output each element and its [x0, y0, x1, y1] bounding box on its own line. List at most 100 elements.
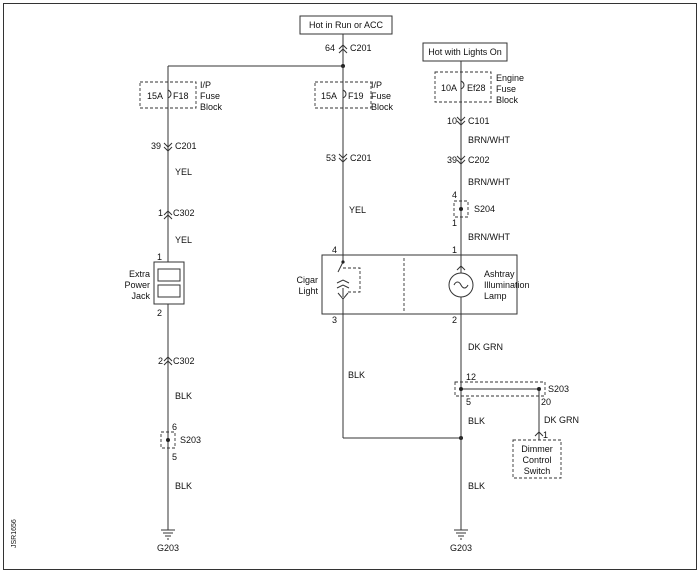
svg-text:Engine: Engine	[496, 73, 524, 83]
connector-c202: 39 C202	[447, 155, 490, 165]
source-lights-on-label: Hot with Lights On	[428, 47, 502, 57]
ground-g203-left: G203	[157, 529, 179, 553]
svg-text:12: 12	[466, 372, 476, 382]
svg-text:1: 1	[452, 218, 457, 228]
svg-text:5: 5	[466, 397, 471, 407]
svg-text:C302: C302	[173, 356, 195, 366]
svg-text:5: 5	[172, 452, 177, 462]
svg-text:Illumination: Illumination	[484, 280, 530, 290]
svg-text:S203: S203	[180, 435, 201, 445]
wire-label: DK GRN	[468, 342, 503, 352]
svg-text:64: 64	[325, 43, 335, 53]
svg-text:C101: C101	[468, 116, 490, 126]
svg-text:Fuse: Fuse	[371, 91, 391, 101]
svg-text:Power: Power	[124, 280, 150, 290]
svg-text:Fuse: Fuse	[496, 84, 516, 94]
svg-text:1: 1	[452, 245, 457, 255]
ashtray-illumination-lamp: 1 2 Ashtray Illumination Lamp	[448, 245, 530, 325]
splice-dot	[537, 387, 541, 391]
wire-label: DK GRN	[544, 415, 579, 425]
svg-text:C201: C201	[350, 43, 372, 53]
svg-text:39: 39	[447, 155, 457, 165]
svg-text:Dimmer: Dimmer	[521, 444, 553, 454]
splice-s203-left: 6 5 S203	[160, 422, 201, 462]
svg-text:1: 1	[157, 252, 162, 262]
svg-text:15A: 15A	[321, 91, 337, 101]
fuse-f19: 15A F19 I/P Fuse Block	[314, 80, 394, 112]
svg-text:2: 2	[157, 308, 162, 318]
svg-text:I/P: I/P	[200, 80, 211, 90]
figure-id: JSR1656	[11, 519, 18, 548]
source-run-acc: Hot in Run or ACC	[299, 15, 393, 35]
svg-text:Block: Block	[496, 95, 519, 105]
svg-text:S203: S203	[548, 384, 569, 394]
svg-text:3: 3	[332, 315, 337, 325]
cigar-light: 4 3 Cigar Light	[296, 245, 361, 325]
connector-c201-mid: 53 C201	[326, 153, 372, 163]
connector-c302-top: 1 C302	[158, 208, 195, 220]
wire-label: BLK	[468, 481, 485, 491]
wire-label: BRN/WHT	[468, 135, 510, 145]
fuse-ef28: 10A Ef28 Engine Fuse Block	[434, 71, 524, 105]
connector-c201-top: 64 C201	[325, 43, 372, 54]
svg-text:Lamp: Lamp	[484, 291, 507, 301]
wire-label: YEL	[175, 235, 192, 245]
svg-text:2: 2	[452, 315, 457, 325]
wire-label: BRN/WHT	[468, 177, 510, 187]
svg-text:C201: C201	[350, 153, 372, 163]
svg-text:Ashtray: Ashtray	[484, 269, 515, 279]
connector-c101: 10 C101	[447, 116, 490, 126]
wire-label: YEL	[175, 167, 192, 177]
svg-text:2: 2	[158, 356, 163, 366]
svg-text:Ef28: Ef28	[467, 83, 486, 93]
svg-text:Fuse: Fuse	[200, 91, 220, 101]
svg-text:Cigar: Cigar	[296, 275, 318, 285]
source-run-acc-label: Hot in Run or ACC	[309, 20, 384, 30]
svg-text:G203: G203	[157, 543, 179, 553]
svg-text:10A: 10A	[441, 83, 457, 93]
svg-text:Block: Block	[200, 102, 223, 112]
connector-c201-left: 39 C201	[151, 141, 197, 152]
svg-text:1: 1	[158, 208, 163, 218]
svg-text:6: 6	[172, 422, 177, 432]
svg-text:4: 4	[452, 190, 457, 200]
extra-power-jack: 1 2 Extra Power Jack	[124, 252, 185, 318]
diagram-frame	[3, 3, 697, 570]
wire-label: BLK	[348, 370, 365, 380]
svg-text:Jack: Jack	[131, 291, 150, 301]
connector-c302-bottom: 2 C302	[158, 356, 195, 366]
svg-text:C302: C302	[173, 208, 195, 218]
svg-text:G203: G203	[450, 543, 472, 553]
source-lights-on: Hot with Lights On	[422, 42, 508, 62]
wire-label: YEL	[349, 205, 366, 215]
svg-text:I/P: I/P	[371, 80, 382, 90]
svg-text:1: 1	[543, 430, 548, 440]
splice-s203-right: 12 5 20 S203	[454, 372, 569, 407]
svg-text:53: 53	[326, 153, 336, 163]
svg-text:C202: C202	[468, 155, 490, 165]
wire-label: BRN/WHT	[468, 232, 510, 242]
svg-text:S204: S204	[474, 204, 495, 214]
fuse-f18: 15A F18 I/P Fuse Block	[139, 80, 223, 112]
wire-label: BLK	[468, 416, 485, 426]
svg-text:F18: F18	[173, 91, 189, 101]
ground-g203-right: G203	[450, 529, 472, 553]
svg-text:20: 20	[541, 397, 551, 407]
svg-text:Extra: Extra	[129, 269, 150, 279]
svg-text:Light: Light	[298, 286, 318, 296]
svg-text:Switch: Switch	[524, 466, 551, 476]
splice-dot	[459, 387, 463, 391]
svg-text:Block: Block	[371, 102, 394, 112]
svg-text:F19: F19	[348, 91, 364, 101]
svg-text:Control: Control	[522, 455, 551, 465]
wire-label: BLK	[175, 391, 192, 401]
svg-text:10: 10	[447, 116, 457, 126]
wire-label: BLK	[175, 481, 192, 491]
svg-text:39: 39	[151, 141, 161, 151]
dimmer-control-switch: 1 Dimmer Control Switch	[512, 430, 562, 479]
cigar-ashtray-assembly	[321, 254, 518, 315]
svg-text:15A: 15A	[147, 91, 163, 101]
svg-text:4: 4	[332, 245, 337, 255]
svg-text:C201: C201	[175, 141, 197, 151]
